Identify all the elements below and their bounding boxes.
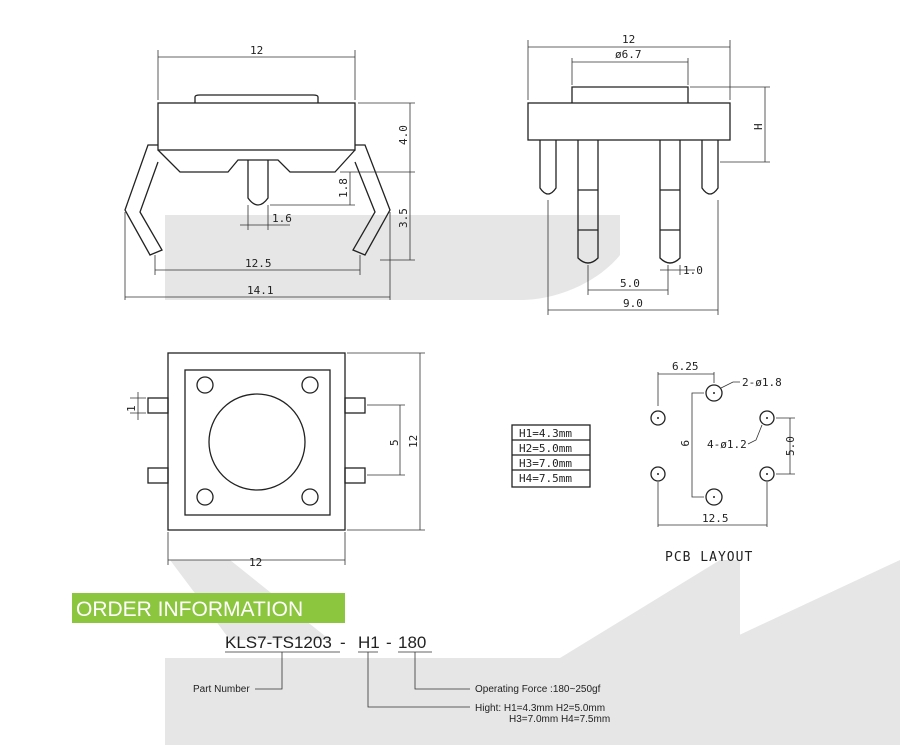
operating-force-label: Operating Force :180~250gf <box>475 684 601 695</box>
dim-top-height: 12 <box>407 435 420 448</box>
height-code: H1 <box>358 633 380 652</box>
dim-top-width: 12 <box>249 556 262 569</box>
order-information: ORDER INFORMATION KLS7-TS1203 - H1 - 180… <box>72 593 610 725</box>
height-row: H3=7.0mm <box>519 457 572 470</box>
part-number-label: Part Number <box>193 684 250 695</box>
dim-pin-height: 1.8 <box>337 178 350 198</box>
height-row: H2=5.0mm <box>519 442 572 455</box>
label-small-holes: 4-ø1.2 <box>707 438 747 451</box>
dim-lead-length: 3.5 <box>397 208 410 228</box>
dim-terminal-pitch: 5 <box>388 439 401 446</box>
dim-side-width: 12 <box>622 33 635 46</box>
dim-pin-width: 1.6 <box>272 212 292 225</box>
height-row: H4=7.5mm <box>519 472 572 485</box>
dim-overall-span: 14.1 <box>247 284 274 297</box>
dim-lead-span: 12.5 <box>245 257 272 270</box>
watermark <box>165 215 900 745</box>
dim-pin-pitch: 5.0 <box>620 277 640 290</box>
height-row: H1=4.3mm <box>519 427 572 440</box>
dim-body-height: 4.0 <box>397 125 410 145</box>
dim-vertical: 9 <box>678 440 691 447</box>
dim-side-lead-span: 9.0 <box>623 297 643 310</box>
height-table: H1=4.3mm H2=5.0mm H3=7.0mm H4=7.5mm <box>511 424 591 488</box>
force-code: 180 <box>398 633 426 652</box>
dim-span: 12.5 <box>702 512 729 525</box>
part-code: KLS7-TS1203 <box>225 633 332 652</box>
top-view: 1 5 12 12 <box>125 352 425 569</box>
front-view: 12 4.0 1.8 3.5 1.6 12.5 14.1 <box>124 44 415 300</box>
separator: - <box>386 633 392 652</box>
order-heading: ORDER INFORMATION <box>76 598 303 621</box>
pcb-layout-title: PCB LAYOUT <box>665 550 753 565</box>
separator: - <box>340 633 346 652</box>
dim-width-top: 12 <box>250 44 263 57</box>
height-label: Hight: H1=4.3mm H2=5.0mm <box>475 703 605 714</box>
label-big-holes: 2-ø1.8 <box>742 376 782 389</box>
dim-height-h: H <box>752 123 765 130</box>
dim-offset: 6.25 <box>672 360 699 373</box>
dim-terminal-width: 1 <box>125 405 138 412</box>
dim-pitch: 5.0 <box>784 436 797 456</box>
side-view: 12 ø6.7 H 5.0 1.0 9.0 <box>527 33 770 315</box>
pcb-layout: 6.25 2-ø1.8 4-ø1.2 9 5.0 12.5 PCB LAYOUT <box>650 360 797 565</box>
order-heading-bg <box>72 593 345 623</box>
dim-pin-width: 1.0 <box>683 264 703 277</box>
dim-button-dia: ø6.7 <box>615 48 642 61</box>
height-label-2: H3=7.0mm H4=7.5mm <box>509 714 610 725</box>
